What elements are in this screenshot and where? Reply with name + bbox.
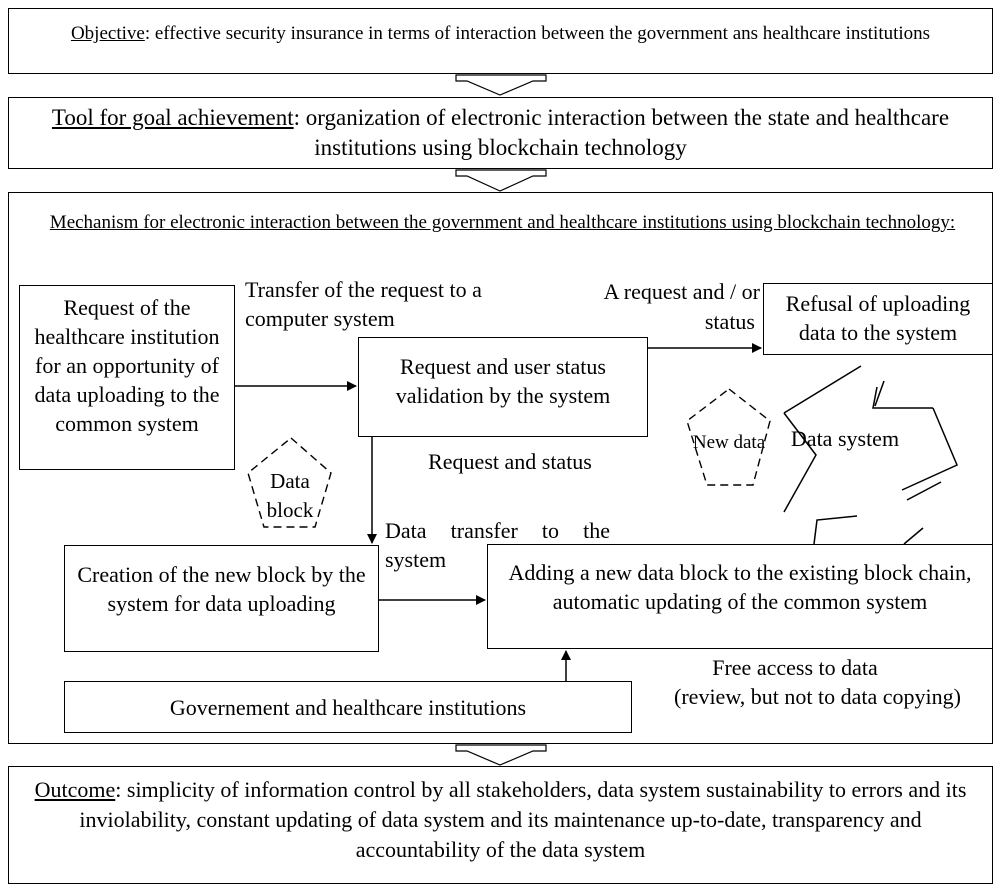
- refusal-box: Refusal of uploading data to the system: [763, 283, 993, 355]
- objective-box: Objective: effective security insurance …: [8, 8, 993, 74]
- free-access-detail-label: (review, but not to data copying): [674, 684, 961, 709]
- data-system-label: Data system: [790, 426, 900, 451]
- outcome-text: Outcome: simplicity of information contr…: [34, 777, 967, 862]
- objective-text: Objective: effective security insurance …: [70, 23, 931, 44]
- new-data-label: New data: [692, 432, 766, 453]
- request-or-status-label: A request and / or: [603, 279, 760, 304]
- tool-box: Tool for goal achievement: organization …: [8, 97, 993, 169]
- data-block-shape: [247, 437, 332, 528]
- request-and-status-label: Request and status: [428, 449, 592, 474]
- free-access-label: Free access to data: [712, 655, 878, 680]
- creation-box: Creation of the new block by the system …: [64, 545, 379, 652]
- adding-box: Adding a new data block to the existing …: [487, 544, 993, 649]
- down-arrow-tool-to-mechanism: [455, 169, 547, 192]
- status-label: status: [704, 309, 755, 334]
- outcome-box: Outcome: simplicity of information contr…: [8, 766, 993, 884]
- government-box: Governement and healthcare institutions: [64, 681, 632, 733]
- tool-text: Tool for goal achievement: organization …: [51, 105, 950, 160]
- down-arrow-objective-to-tool: [455, 74, 547, 96]
- mechanism-title: Mechanism for electronic interaction bet…: [49, 212, 956, 233]
- data-transfer-label: Data transfer to the system: [385, 518, 610, 572]
- tool-label: Tool for goal achievement: [51, 105, 294, 130]
- transfer-label: Transfer of the request to a computer sy…: [245, 277, 482, 331]
- down-arrow-mechanism-to-outcome: [455, 744, 547, 766]
- outcome-label: Outcome: [34, 777, 116, 802]
- data-system-shape: [783, 365, 958, 545]
- validation-box: Request and user status validation by th…: [358, 337, 648, 437]
- objective-label: Objective: [70, 23, 145, 44]
- data-block-label: Data block: [266, 469, 314, 522]
- new-data-shape: [686, 388, 771, 486]
- request-box: Request of the healthcare institution fo…: [19, 285, 235, 470]
